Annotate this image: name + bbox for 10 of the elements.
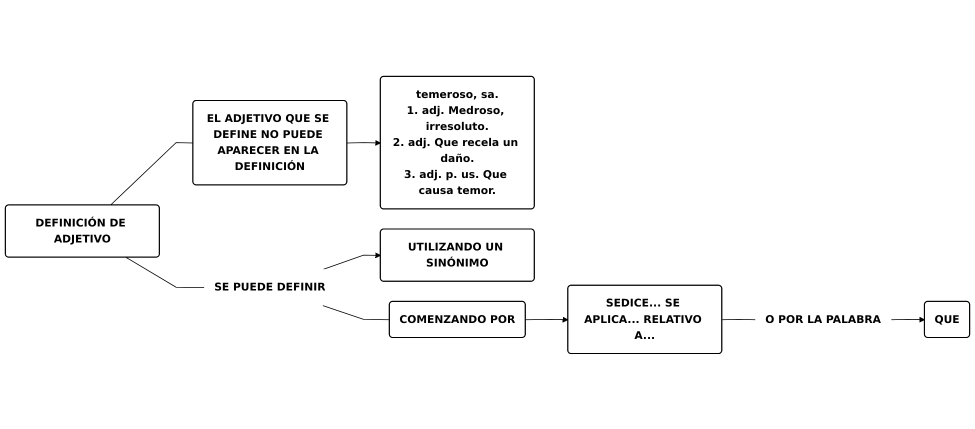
connector [126, 256, 205, 288]
arrow [322, 252, 381, 270]
connector [322, 304, 390, 320]
connector [722, 318, 756, 320]
connector [110, 142, 194, 206]
node-text: SE PUEDE DEFINIR [214, 280, 326, 293]
arrow [890, 316, 926, 322]
node-text: O POR LA PALABRA [765, 312, 881, 325]
arrow [346, 139, 381, 146]
arrow [525, 316, 568, 322]
